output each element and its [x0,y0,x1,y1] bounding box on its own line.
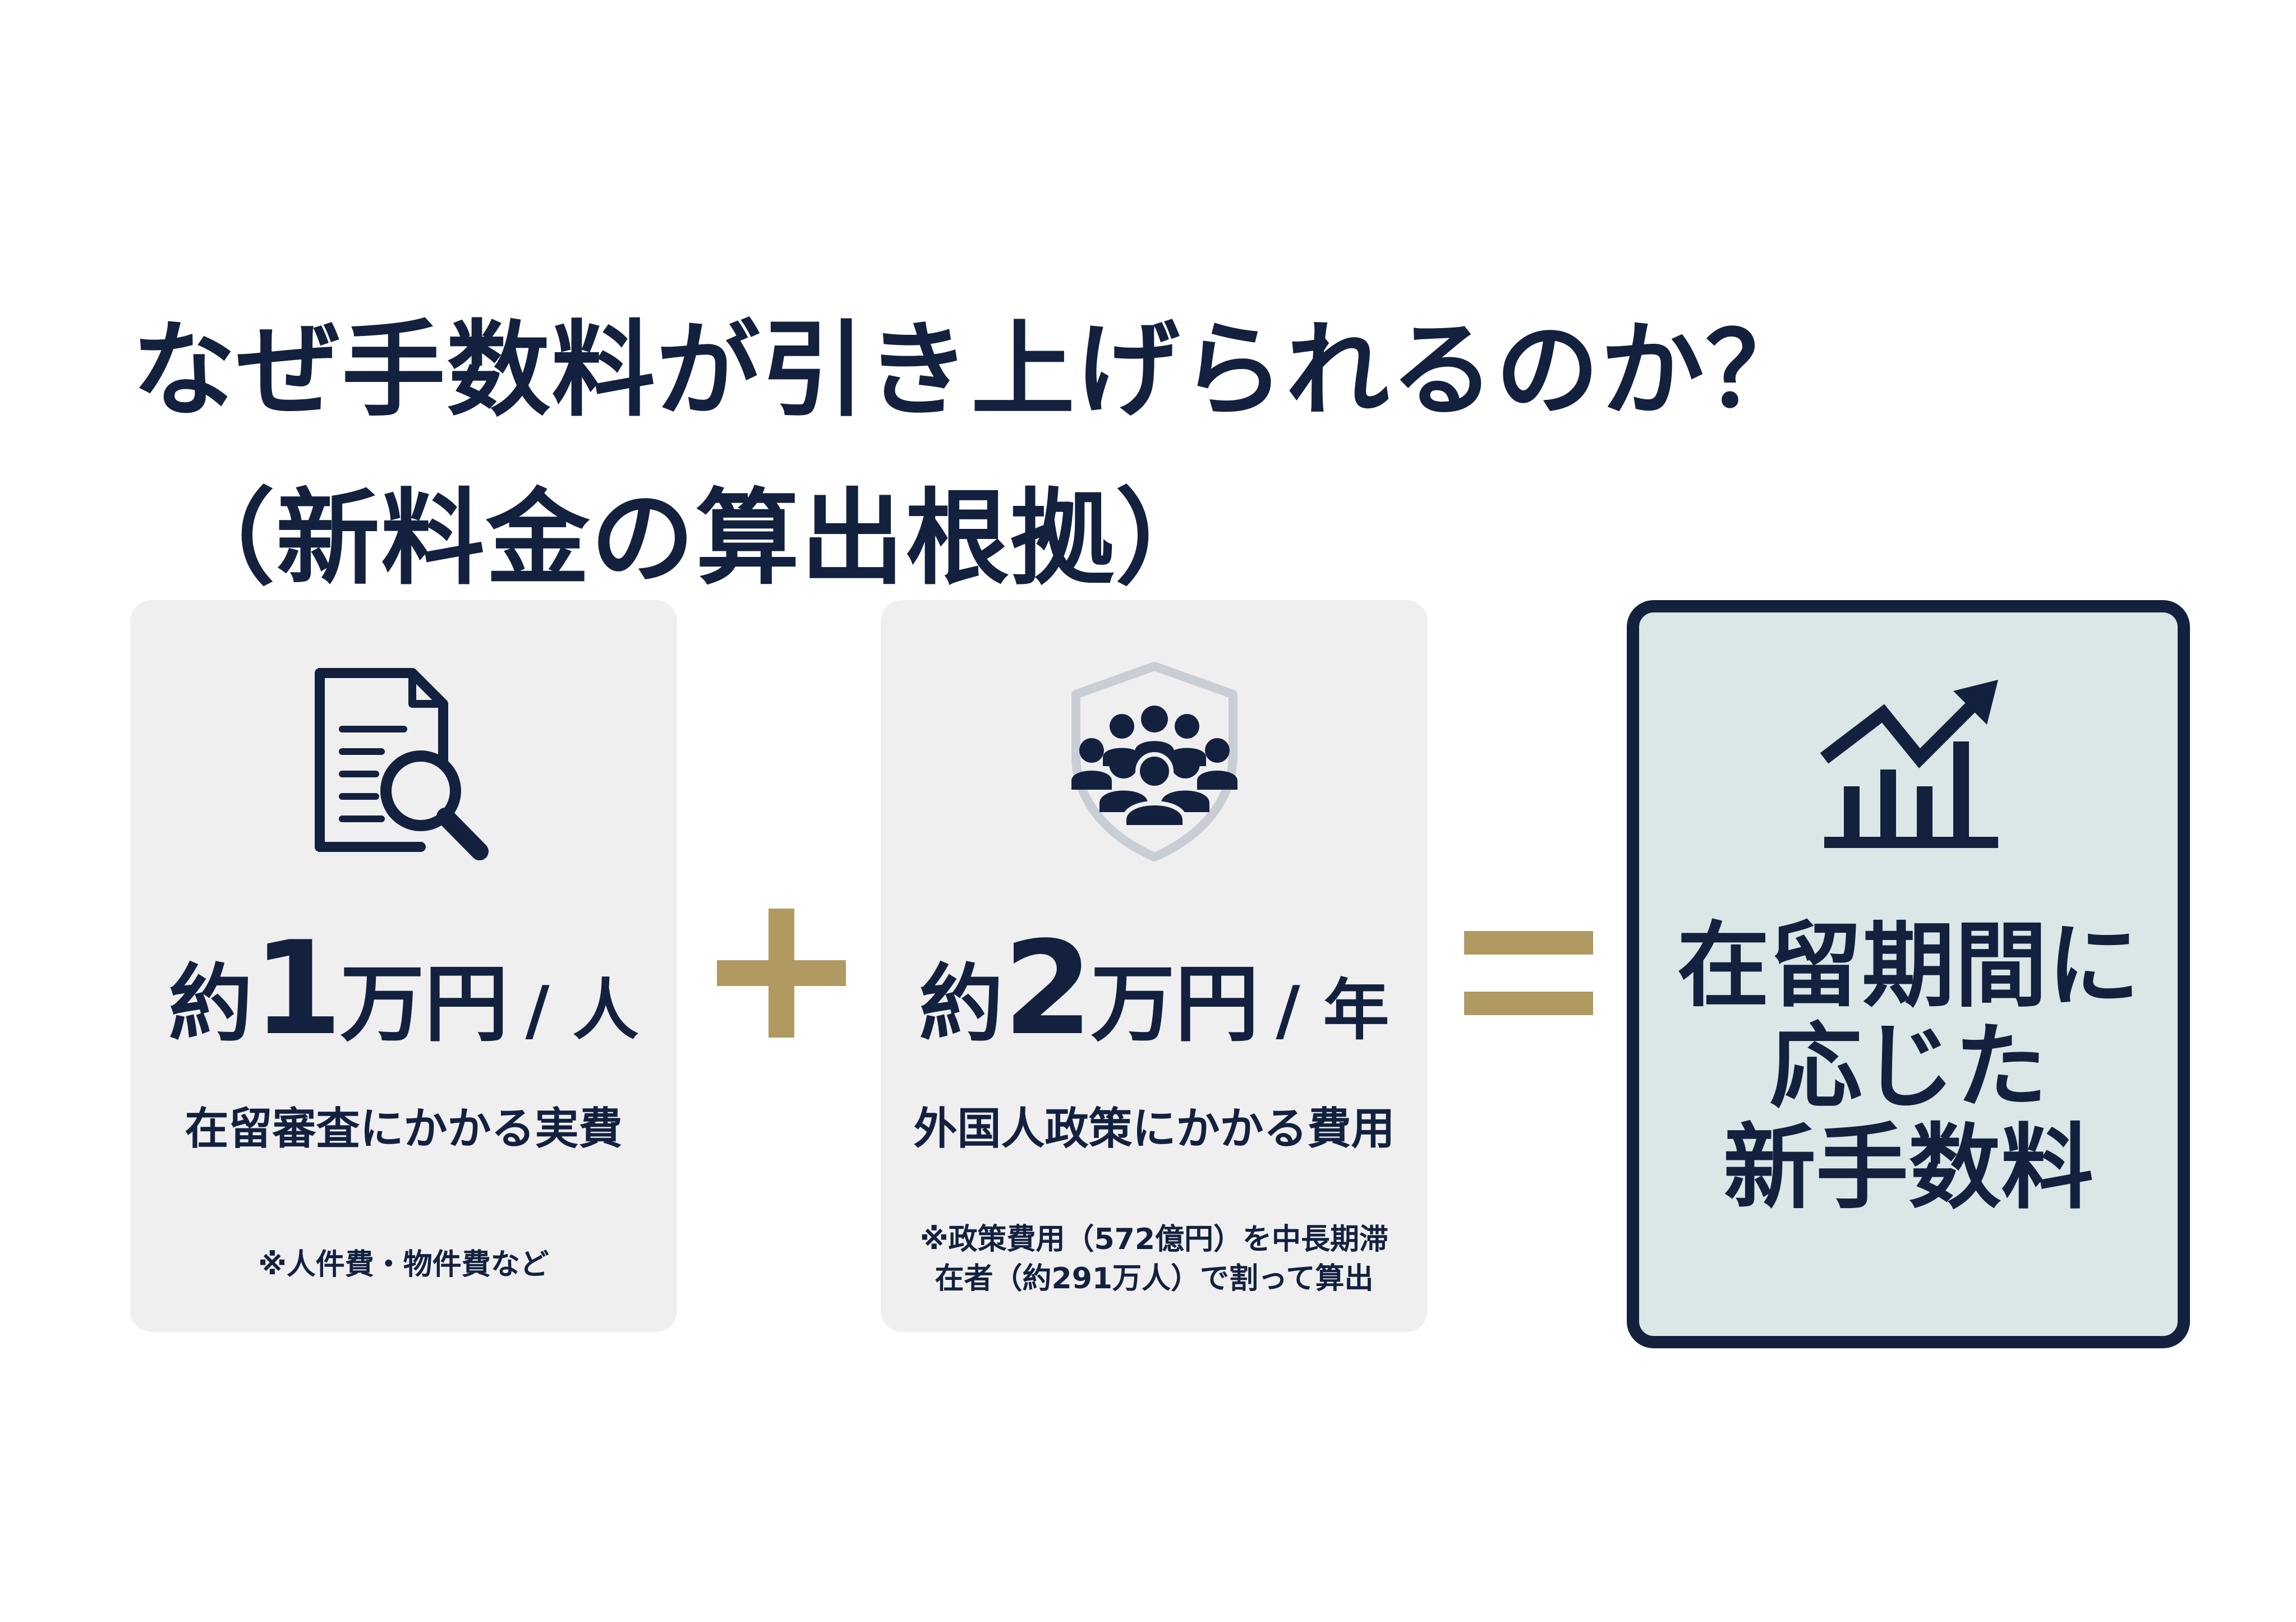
title-line-1: なぜ手数料が引き上げられるのか？ [132,310,1810,431]
examination-description: 在留審査にかかる実費 [185,1104,623,1154]
document-search-icon [314,668,489,860]
amount-number: 2 [1003,914,1093,1064]
card-policy-cost: 約2万円/ 年 外国人政策にかかる費用 ※政策費用（572億円）を中長期滞 在者… [881,600,1428,1332]
card-new-fee: 在留期間に 応じた 新手数料 [1627,600,2190,1348]
growth-chart-icon [1820,680,1998,848]
policy-amount: 約2万円/ 年 [881,914,1428,1064]
amount-prefix: 約 [168,956,253,1053]
new-fee-line-2: 応じた [1769,1013,2047,1121]
page-title: なぜ手数料が引き上げられるのか？ （新料金の算出根拠） [132,286,1810,623]
amount-unit: 万円 [1091,956,1259,1053]
policy-description: 外国人政策にかかる費用 [913,1104,1395,1154]
amount-per: / 年 [1276,971,1389,1049]
card-examination-cost: 約1万円/ 人 在留審査にかかる実費 ※人件費・物件費など [130,600,677,1332]
equals-icon [1464,931,1593,1015]
title-line-2: （新料金の算出根拠） [171,478,1220,599]
new-fee-line-1: 在留期間に [1677,912,2140,1020]
examination-note: ※人件費・物件費など [258,1248,549,1282]
amount-unit: 万円 [340,956,509,1053]
amount-number: 1 [252,914,342,1064]
amount-prefix: 約 [919,956,1004,1053]
policy-note: ※政策費用（572億円）を中長期滞 在者（約291万人）で割って算出 [919,1223,1389,1296]
new-fee-line-3: 新手数料 [1723,1114,2093,1222]
people-shield-icon [1071,662,1237,861]
plus-icon [717,909,846,1038]
amount-per: / 人 [525,971,639,1049]
examination-amount: 約1万円/ 人 [130,914,677,1064]
new-fee-text: 在留期間に 応じた 新手数料 [1639,915,2178,1218]
